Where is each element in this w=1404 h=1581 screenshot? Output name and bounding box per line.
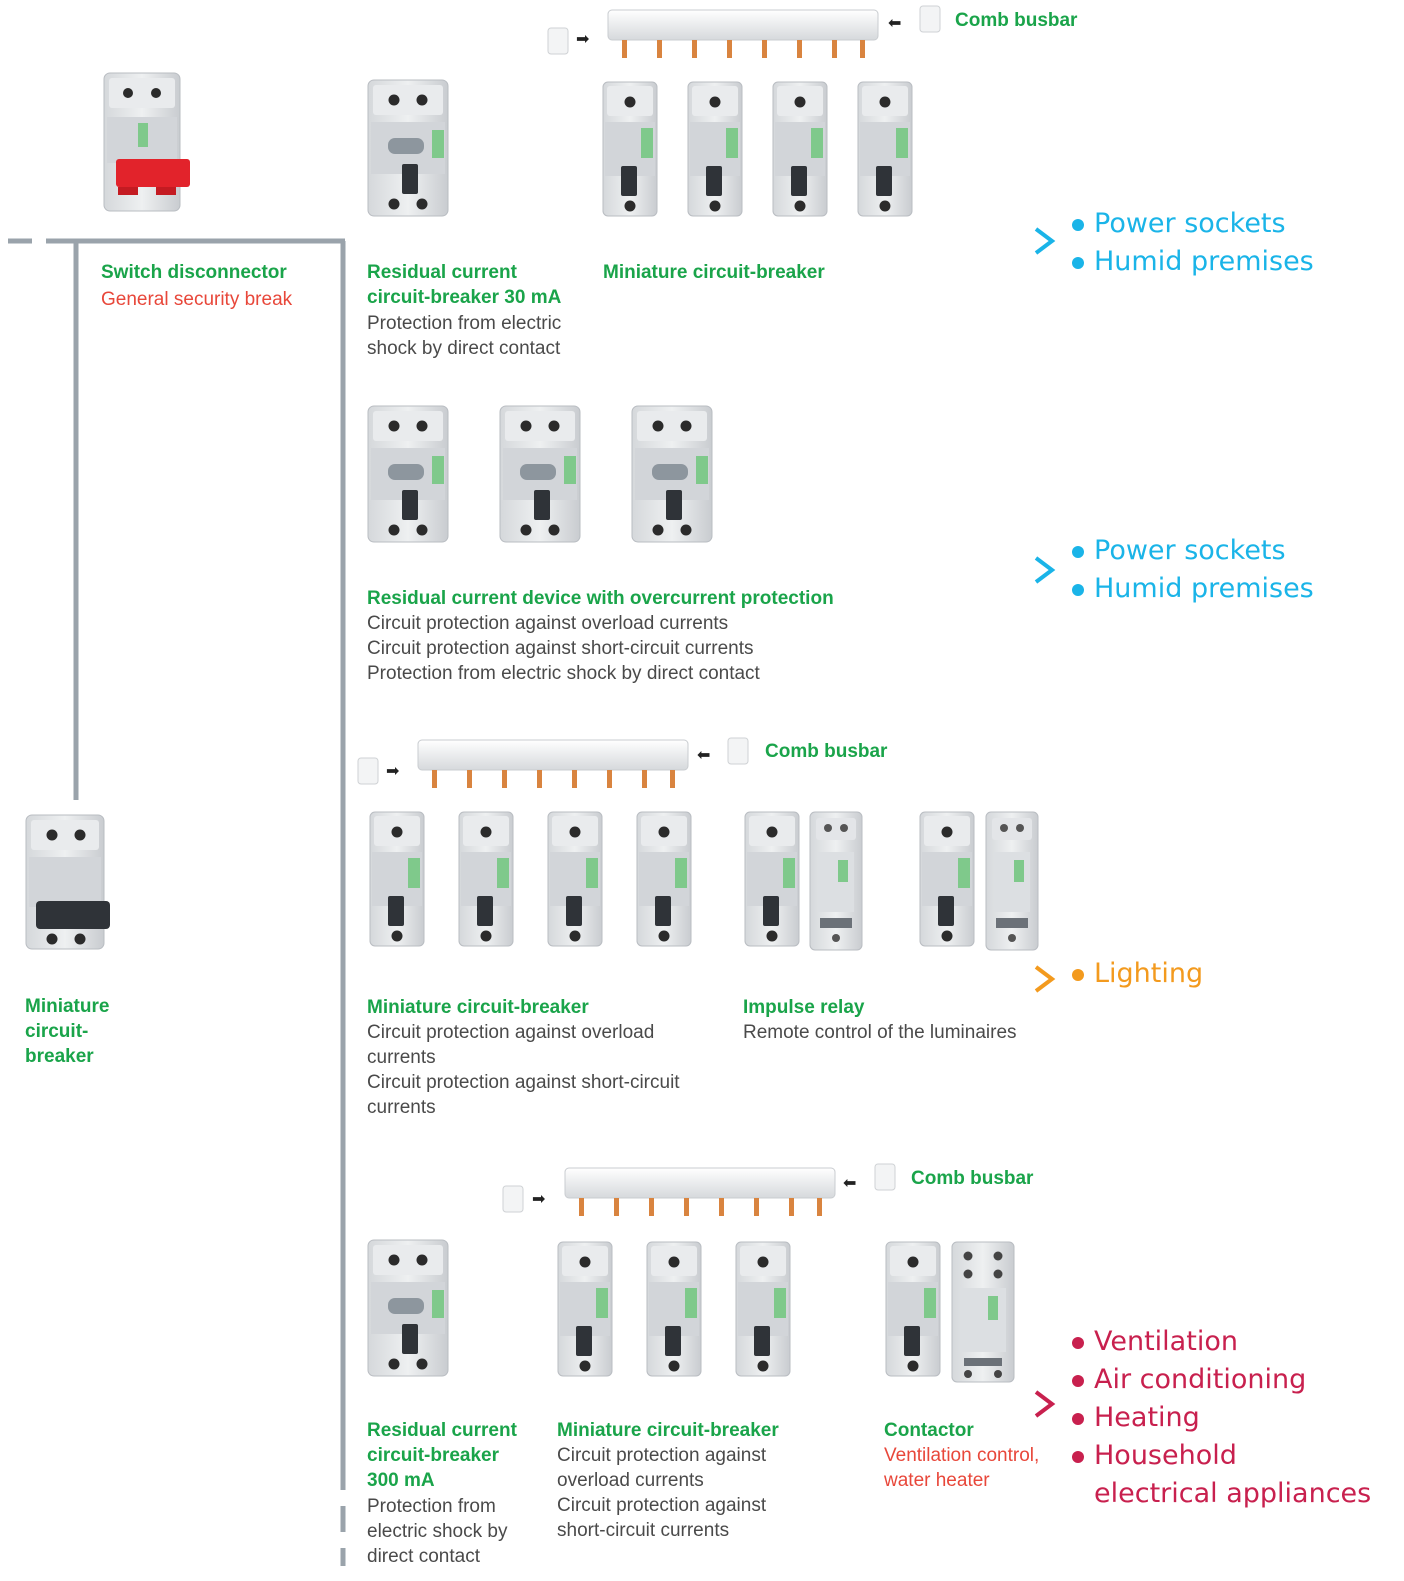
branch-arrow-sockets-2 [345,556,1056,584]
rccb300-description: Protection from electric shock by direct… [367,1496,508,1567]
miniature-circuit-breaker-icon [602,81,658,217]
switch-disconnector-title: Switch disconnector [101,262,287,283]
list-item: Power sockets [1072,532,1314,570]
impulse-relay-description: Remote control of the luminaires [743,1022,1017,1043]
mcb-description-appliances: Circuit protection against overload curr… [557,1445,767,1541]
list-item: Ventilation [1072,1323,1371,1361]
branch-arrow-sockets-1 [345,227,1056,255]
branch-arrow-appliances [345,1390,1056,1418]
comb-busbar-label: Comb busbar [955,10,1078,31]
miniature-circuit-breaker-icon [636,811,692,947]
rccb300-title: Residual current circuit-breaker 300 mA [367,1420,517,1491]
rccb30-description: Protection from electric shock by direct… [367,313,562,359]
main-breaker-title: Miniature circuit- breaker [25,996,110,1067]
residual-current-breaker-icon [499,405,581,543]
residual-current-breaker-icon [367,79,449,217]
list-item: Power sockets [1072,205,1314,243]
miniature-circuit-breaker-icon [547,811,603,947]
arrow-icon [1034,965,1056,993]
mcb-title-lighting: Miniature circuit-breaker [367,997,589,1018]
list-item: Lighting [1072,955,1203,993]
switch-disconnector-icon [103,72,190,212]
miniature-circuit-breaker-icon [369,811,425,947]
list-item: Air conditioning [1072,1361,1371,1399]
destinations-lighting: Lighting [1072,955,1203,993]
miniature-circuit-breaker-icon [744,811,800,947]
miniature-circuit-breaker-icon [646,1241,702,1377]
miniature-circuit-breaker-icon [772,81,828,217]
busbar-end-cap-icon [874,1163,896,1191]
destinations-sockets-2: Power sockets Humid premises [1072,532,1314,608]
miniature-circuit-breaker-icon [458,811,514,947]
comb-busbar-icon [417,739,689,789]
arrow-icon: ➡ [386,763,399,780]
arrow-icon: ⬅ [888,15,901,32]
contactor-note: Ventilation control, water heater [884,1445,1040,1491]
busbar-end-cap-icon [547,27,569,55]
main-breaker-icon [25,814,110,950]
rcbo-title: Residual current device with overcurrent… [367,588,834,609]
arrow-icon: ⬅ [697,747,710,764]
impulse-relay-icon [809,811,863,951]
arrow-icon: ⬅ [843,1175,856,1192]
arrow-icon [1034,1390,1056,1418]
comb-busbar-icon [564,1167,836,1217]
list-item: Humid premises [1072,570,1314,608]
comb-busbar-label: Comb busbar [765,741,888,762]
list-item: Heating [1072,1399,1371,1437]
mcb-title-appliances: Miniature circuit-breaker [557,1420,779,1441]
busbar-end-cap-icon [919,5,941,33]
busbar-end-cap-icon [357,757,379,785]
busbar-end-cap-icon [727,737,749,765]
miniature-circuit-breaker-icon [857,81,913,217]
comb-busbar-label: Comb busbar [911,1168,1034,1189]
arrow-icon: ➡ [532,1191,545,1208]
contactor-icon [951,1241,1015,1383]
busbar-end-cap-icon [502,1185,524,1213]
residual-current-breaker-icon [367,1239,449,1377]
miniature-circuit-breaker-icon [735,1241,791,1377]
impulse-relay-title: Impulse relay [743,997,865,1018]
miniature-circuit-breaker-icon [557,1241,613,1377]
comb-busbar-icon [607,9,879,59]
mcb-title-top: Miniature circuit-breaker [603,262,825,283]
miniature-circuit-breaker-icon [885,1241,941,1377]
residual-current-breaker-icon [367,405,449,543]
miniature-circuit-breaker-icon [687,81,743,217]
impulse-relay-icon [985,811,1039,951]
branch-arrow-lighting [345,965,1056,993]
residual-current-breaker-icon [631,405,713,543]
destinations-sockets-1: Power sockets Humid premises [1072,205,1314,281]
arrow-icon [1034,556,1056,584]
mcb-description-lighting: Circuit protection against overload curr… [367,1022,680,1118]
destinations-appliances: Ventilation Air conditioning Heating Hou… [1072,1323,1371,1513]
contactor-title: Contactor [884,1420,974,1441]
arrow-icon [1034,227,1056,255]
switch-disconnector-note: General security break [101,289,293,310]
list-item: electrical appliances [1094,1478,1372,1509]
arrow-icon: ➡ [576,31,589,48]
rcbo-description: Circuit protection against overload curr… [367,613,760,684]
list-item: Humid premises [1072,243,1314,281]
list-item: Household [1072,1437,1371,1475]
miniature-circuit-breaker-icon [919,811,975,947]
rccb30-title: Residual current circuit-breaker 30 mA [367,262,562,308]
trunk-lines [8,238,346,1566]
